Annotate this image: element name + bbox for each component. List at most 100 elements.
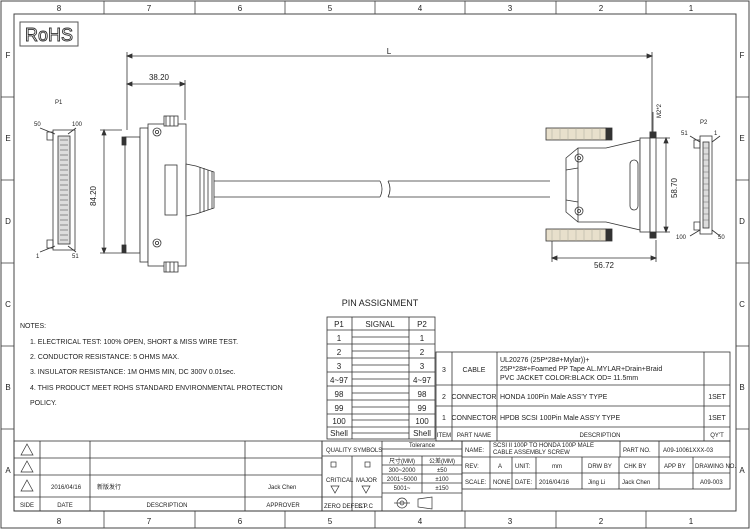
p1-pin51: 51 (72, 254, 79, 260)
quality-critical: CRITICAL (326, 478, 354, 484)
bom-header-qty: QY'T (710, 433, 724, 439)
revision-desc: 新版发行 (97, 483, 121, 491)
col-label: 4 (418, 517, 423, 526)
col-label: 7 (147, 517, 152, 526)
pin-p1: 100 (332, 417, 346, 426)
bom-name: CABLE (463, 367, 486, 374)
revision-header-desc: DESCRIPTION (146, 503, 187, 509)
col-label: 3 (508, 4, 513, 13)
p1-pin50: 50 (34, 122, 41, 128)
dim-58-70: 58.70 (670, 177, 679, 198)
p1-label: P1 (55, 100, 63, 106)
quality-major: MAJOR (356, 478, 378, 484)
tb-app-by-label: APP BY (664, 464, 686, 470)
zero-defect-triangle-icon (330, 485, 340, 494)
critical-square-icon (330, 461, 337, 468)
col-label: 4 (418, 4, 423, 13)
revision-approver: Jack Chen (268, 485, 296, 491)
row-label: C (5, 300, 11, 309)
pin-p1: 98 (335, 390, 344, 399)
row-label: C (739, 300, 745, 309)
rohs-text: RoHS (25, 25, 73, 45)
note-item: 1. ELECTRICAL TEST: 100% OPEN, SHORT & M… (30, 339, 238, 346)
bom-desc: HPDB SCSI 100Pin Male ASS'Y TYPE (500, 415, 620, 422)
tb-unit-label: UNIT: (515, 464, 530, 470)
bom-header-item: ITEM (437, 433, 451, 439)
tb-name-value: SCSI II 100P TO HONDA 100P MALE (493, 443, 594, 449)
tb-rev-label: REV: (465, 464, 479, 470)
bom-table (435, 351, 731, 442)
dim-84-20: 84.20 (89, 185, 98, 206)
col-label: 2 (599, 4, 604, 13)
note-item: 2. CONDUCTOR RESISTANCE: 5 OHMS MAX. (30, 354, 179, 361)
tb-date-label: DATE: (515, 480, 533, 486)
tolerance-value: ±150 (435, 486, 449, 492)
bom-name: CONNECTOR (452, 394, 497, 401)
pin-p1: 2 (337, 348, 342, 357)
projection-symbol-icon (394, 496, 433, 510)
p2-pin1: 1 (714, 131, 718, 137)
pin-p1: 99 (335, 404, 344, 413)
tolerance-title: Tolerance (409, 443, 436, 449)
col-label: 2 (599, 517, 604, 526)
tolerance-value: ±100 (435, 477, 449, 483)
row-label: F (740, 51, 745, 60)
tb-part-no-value: A09-10061XXX-03 (663, 448, 714, 454)
quality-zero-defect: ZERO DEFECT (324, 504, 367, 510)
row-label: D (739, 217, 745, 226)
quality-spc: S.P.C (358, 504, 374, 510)
tolerance-range: 300~2000 (389, 468, 417, 474)
spc-triangle-icon (361, 485, 371, 494)
bom-qty: 1SET (708, 394, 726, 401)
tb-unit-value: mm (552, 464, 562, 470)
bom-item: 2 (442, 394, 446, 401)
col-label: 5 (328, 4, 333, 13)
pin-p2: 2 (420, 348, 425, 357)
p2-pin100: 100 (676, 235, 687, 241)
pin-p2: 100 (415, 417, 429, 426)
quality-title: QUALITY SYMBOLS (326, 448, 382, 454)
pin-p2: Shell (413, 429, 431, 438)
row-label: A (5, 466, 11, 475)
bom-name: CONNECTOR (452, 415, 497, 422)
note-item: POLICY. (30, 400, 57, 407)
row-label: B (739, 383, 744, 392)
revision-header-side: SIDE (20, 503, 34, 509)
tb-rev-value: A (498, 464, 502, 470)
pin-p2: 99 (418, 404, 427, 413)
pin-table (326, 316, 436, 440)
bom-header-desc: DESCRIPTION (579, 433, 620, 439)
dim-m2: M2*2 (657, 103, 663, 118)
pin-p1: Shell (330, 429, 348, 438)
rohs-badge (19, 21, 79, 47)
revision-block (13, 440, 323, 512)
revision-triangle-icon (20, 443, 34, 456)
tolerance-range: 2001~5000 (387, 477, 418, 483)
bom-item: 3 (442, 367, 446, 374)
tb-drawing-no: A09-003 (700, 480, 723, 486)
dim-38-20: 38.20 (149, 73, 170, 82)
tb-drw-by-label: DRW BY (588, 464, 612, 470)
revision-date: 2016/04/16 (51, 485, 82, 491)
note-item: 4. THIS PRODUCT MEET ROHS STANDARD ENVIR… (30, 385, 283, 392)
note-item: 3. INSULATOR RESISTANCE: 1M OHMS MIN, DC… (30, 369, 235, 376)
row-label: A (739, 466, 745, 475)
revision-triangle-icon (20, 479, 34, 492)
p1-pin1: 1 (36, 254, 40, 260)
tb-name-value: CABLE ASSEMBLY SCREW (493, 450, 570, 456)
bom-header-name: PART NAME (457, 433, 491, 439)
tb-chk-by: Jack Chen (622, 480, 650, 486)
bom-desc: PVC JACKET COLOR:BLACK OD= 11.5mm (500, 375, 638, 382)
bom-desc: HONDA 100Pin Male ASS'Y TYPE (500, 394, 608, 401)
tb-name-label: NAME: (465, 448, 484, 454)
col-label: 6 (238, 517, 243, 526)
row-label: E (5, 134, 10, 143)
inner-border (13, 13, 737, 512)
cable (214, 180, 550, 198)
dim-56-72: 56.72 (594, 261, 615, 270)
p2-side-view (689, 135, 721, 237)
pin-p2: 3 (420, 362, 425, 371)
col-label: 8 (57, 517, 62, 526)
quality-block (321, 440, 463, 512)
